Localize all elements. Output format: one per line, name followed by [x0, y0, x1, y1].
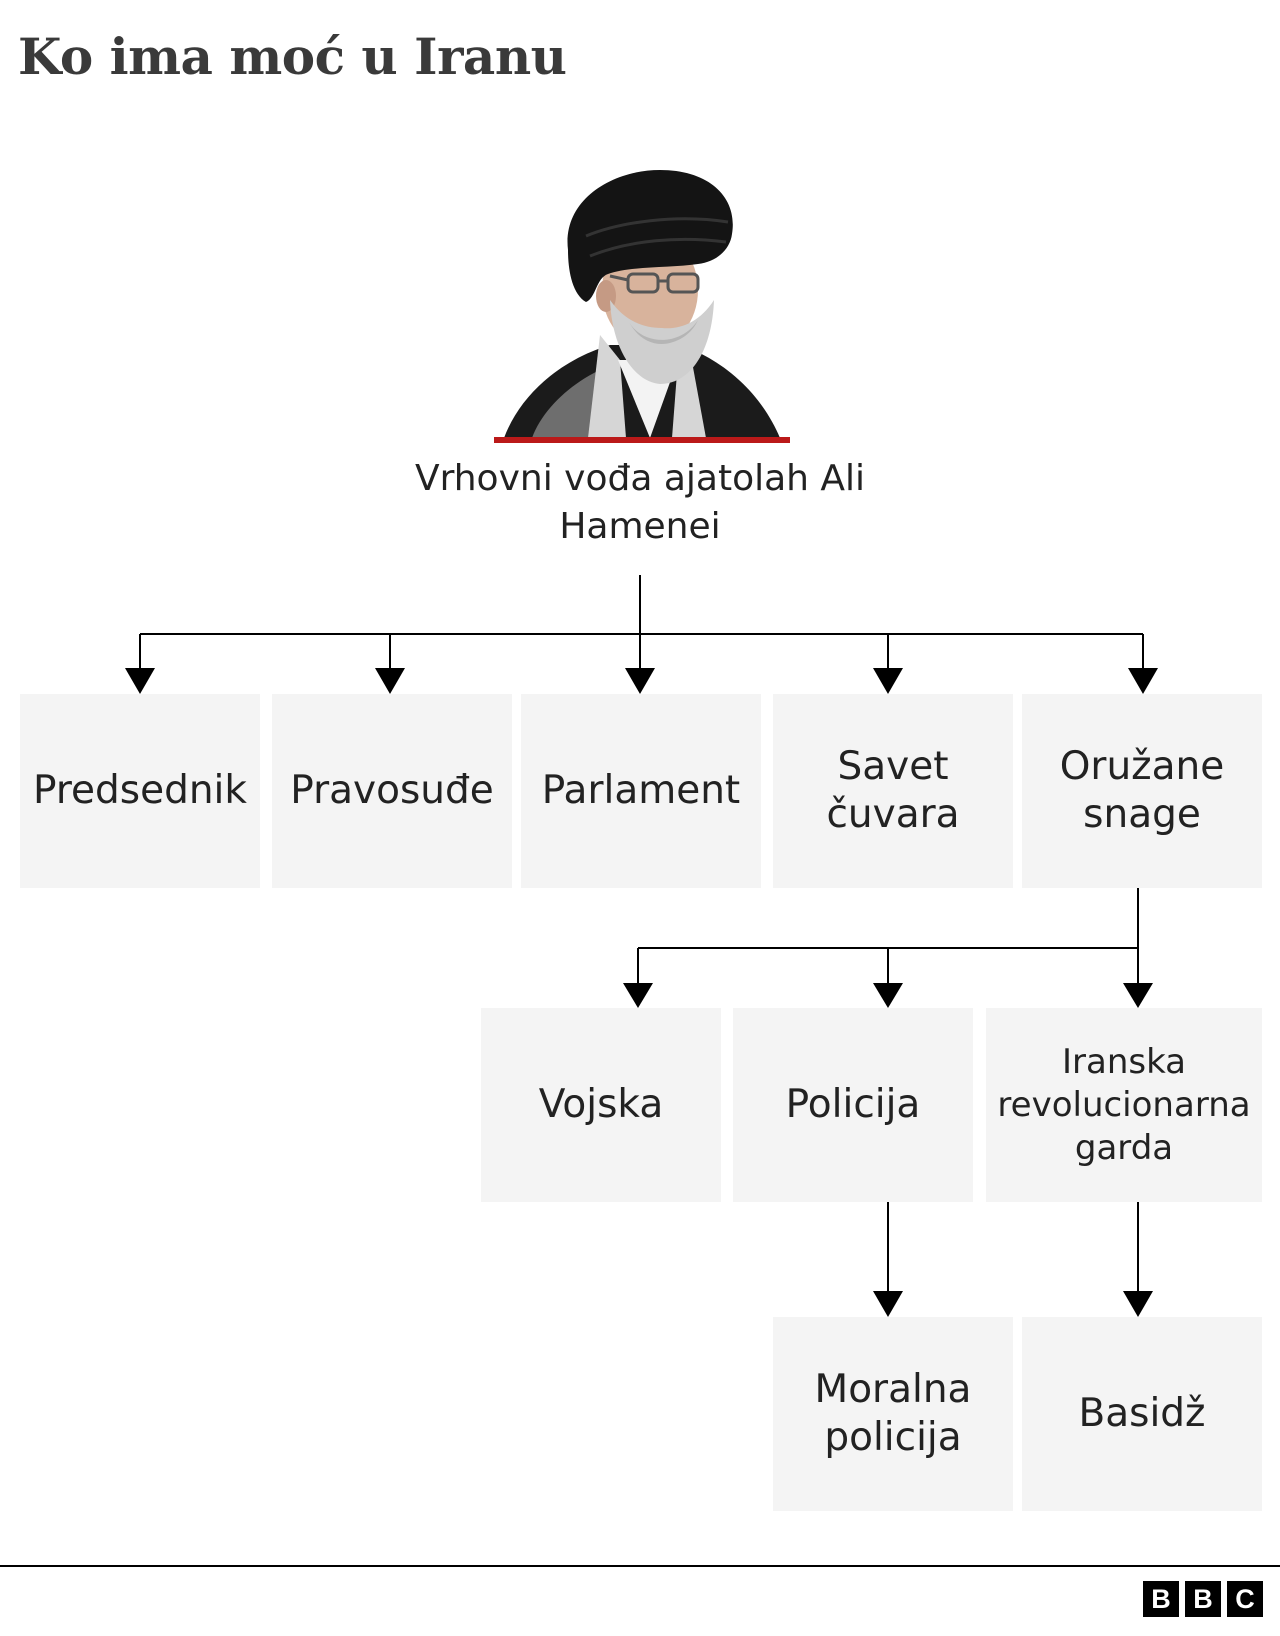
leader-portrait: [504, 170, 780, 438]
bbc-logo: B B C: [1143, 1581, 1263, 1617]
leader-name: Vrhovni vođa ajatolah Ali Hamenei: [414, 458, 866, 547]
arrowhead-policija: [873, 983, 903, 1008]
node-label: Parlament: [541, 768, 741, 813]
node-savet-cuvara: Savet čuvara: [773, 694, 1013, 888]
node-label: Oružane snage: [1059, 744, 1225, 837]
node-predsednik: Predsednik: [20, 694, 260, 888]
node-label: Iranska revolucionarna garda: [997, 1041, 1251, 1168]
logo-letter: C: [1227, 1581, 1263, 1617]
node-label: Savet čuvara: [826, 744, 960, 837]
node-policija: Policija: [733, 1008, 973, 1202]
chart-title: Ko ima moć u Iranu: [18, 27, 567, 86]
logo-letter: B: [1143, 1581, 1179, 1617]
logo-letter: B: [1185, 1581, 1221, 1617]
footer-divider: [0, 1565, 1280, 1567]
node-label: Basidž: [1078, 1391, 1206, 1436]
node-label: Predsednik: [33, 768, 247, 813]
arrowhead-parlament: [625, 668, 655, 694]
node-moralna-policija: Moralna policija: [773, 1317, 1013, 1511]
node-label: Moralna policija: [814, 1367, 972, 1460]
arrowhead-oruzane: [1128, 668, 1158, 694]
arrowhead-basidz: [1123, 1291, 1153, 1317]
arrowhead-vojska: [623, 983, 653, 1008]
node-label: Policija: [785, 1082, 921, 1127]
node-vojska: Vojska: [481, 1008, 721, 1202]
node-revolucionarna-garda: Iranska revolucionarna garda: [986, 1008, 1262, 1202]
arrowhead-moralna: [873, 1291, 903, 1317]
node-basidz: Basidž: [1022, 1317, 1262, 1511]
node-oruzane-snage: Oružane snage: [1022, 694, 1262, 888]
node-label: Pravosuđe: [290, 768, 494, 813]
arrowhead-savet: [873, 668, 903, 694]
node-parlament: Parlament: [521, 694, 761, 888]
arrowhead-pravosude: [375, 668, 405, 694]
node-label: Vojska: [538, 1082, 664, 1127]
leader-accent-bar: [494, 437, 790, 443]
node-pravosude: Pravosuđe: [272, 694, 512, 888]
arrowhead-predsednik: [125, 668, 155, 694]
arrowhead-garda: [1123, 983, 1153, 1008]
